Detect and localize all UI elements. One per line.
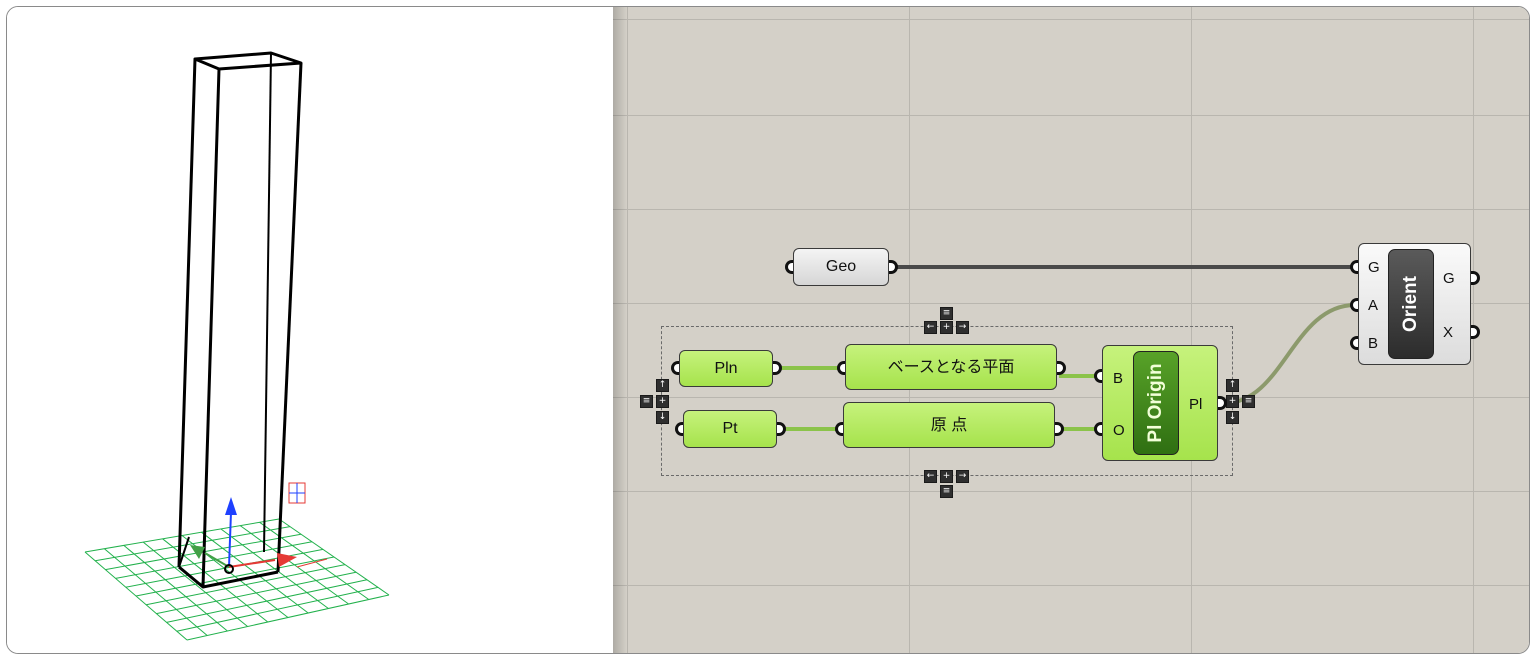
grid-line: [156, 571, 357, 615]
orient-input-g-label: G: [1368, 259, 1380, 276]
pl-origin-input-o-label: O: [1113, 422, 1125, 439]
grid-line: [166, 579, 368, 623]
pl-origin-input-b-label: B: [1113, 370, 1124, 387]
gumball-z-axis: [228, 511, 232, 568]
pt-param[interactable]: Pt: [683, 410, 777, 448]
orient-output-x-port[interactable]: [1471, 325, 1480, 339]
canvas-gridline: [627, 7, 628, 653]
grid-line: [201, 531, 309, 614]
pl-origin-title-bar: Pl Origin: [1133, 351, 1179, 455]
origin-point-input-port[interactable]: [835, 422, 844, 436]
geo-output-port[interactable]: [889, 260, 898, 274]
canvas-gridline: [909, 7, 910, 653]
gumball-x-axis: [228, 559, 276, 568]
wire-pl-to-orient: [1224, 303, 1356, 405]
group-down-icon[interactable]: ↓: [1226, 411, 1239, 424]
group-right-icon[interactable]: →: [956, 470, 969, 483]
canvas-gridline: [613, 209, 1529, 210]
base-plane-label: ベースとなる平面: [887, 359, 1015, 376]
group-center-icon[interactable]: +: [1226, 395, 1239, 408]
grid-line: [146, 564, 346, 606]
origin-point-output-port[interactable]: [1055, 422, 1064, 436]
gumball-x-arrow: [277, 553, 297, 567]
group-up-icon[interactable]: ↑: [656, 379, 669, 392]
orient-output-g-label: G: [1443, 270, 1455, 287]
canvas-gridline: [613, 303, 1529, 304]
orient-output-x-label: X: [1443, 324, 1454, 341]
app-window: ≡ ← + → ← + → ≡ ↑ ≡ + ↓ ↑ + ≡ ↓ Geo Pln …: [6, 6, 1530, 654]
orient-input-b-port[interactable]: [1350, 336, 1359, 350]
geo-param[interactable]: Geo: [793, 248, 889, 286]
pln-param[interactable]: Pln: [679, 350, 773, 387]
orient-output-g-port[interactable]: [1471, 271, 1480, 285]
group-right-icon[interactable]: →: [956, 321, 969, 334]
orient-input-a-port[interactable]: [1350, 298, 1359, 312]
gumball-origin: [224, 564, 234, 574]
pl-origin-output-label: Pl: [1189, 396, 1203, 413]
grid-line: [135, 556, 335, 597]
geo-param-label: Geo: [825, 258, 857, 275]
grid-line: [239, 525, 349, 605]
box-top-face: [193, 51, 303, 71]
gumball-widget: [190, 497, 297, 574]
grid-line: [176, 586, 379, 632]
canvas-gridline: [1191, 7, 1192, 653]
base-plane-input-port[interactable]: [837, 361, 846, 375]
pl-origin-output-port[interactable]: [1218, 396, 1227, 410]
group-center-icon[interactable]: +: [940, 321, 953, 334]
pl-origin-input-o-port[interactable]: [1094, 422, 1103, 436]
base-plane-param[interactable]: ベースとなる平面: [845, 344, 1057, 390]
base-plane-output-port[interactable]: [1057, 361, 1066, 375]
canvas-gridline: [613, 585, 1529, 586]
viewport-scene: [84, 51, 390, 641]
gumball-y-arrow: [190, 545, 205, 559]
group-down-icon[interactable]: ↓: [656, 411, 669, 424]
group-up-icon[interactable]: ↑: [1226, 379, 1239, 392]
canvas-gridline: [613, 491, 1529, 492]
pl-origin-title: Pl Origin: [1145, 363, 1166, 443]
canvas-gridline: [613, 397, 1529, 398]
orient-input-a-label: A: [1368, 297, 1379, 314]
pt-input-port[interactable]: [675, 422, 684, 436]
orient-title: Orient: [1400, 276, 1421, 332]
group-center-icon[interactable]: +: [940, 470, 953, 483]
canvas-gridline: [613, 19, 1529, 20]
rhino-viewport[interactable]: [7, 7, 613, 653]
grid-line: [278, 518, 390, 596]
group-pan-icon[interactable]: ≡: [940, 307, 953, 320]
canvas-gridline: [613, 115, 1529, 116]
box-wireframe: [177, 51, 303, 589]
pt-param-label: Pt: [722, 420, 738, 437]
origin-point-label: 原 点: [930, 417, 968, 434]
group-left-icon[interactable]: ←: [924, 321, 937, 334]
pln-param-label: Pln: [714, 359, 738, 377]
scale-handle-icon: [288, 482, 306, 504]
grid-line: [186, 594, 390, 641]
grid-line: [220, 528, 329, 609]
group-pan-icon[interactable]: ≡: [640, 395, 653, 408]
gumball-y-axis: [204, 552, 230, 568]
pl-origin-component[interactable]: B O Pl Origin Pl: [1102, 345, 1218, 461]
group-pan-icon[interactable]: ≡: [940, 485, 953, 498]
orient-title-bar: Orient: [1388, 249, 1434, 359]
orient-component[interactable]: G A B Orient G X: [1358, 243, 1471, 365]
origin-point-param[interactable]: 原 点: [843, 402, 1055, 448]
grasshopper-canvas[interactable]: ≡ ← + → ← + → ≡ ↑ ≡ + ↓ ↑ + ≡ ↓ Geo Pln …: [613, 7, 1529, 653]
canvas-edge-shadow: [613, 7, 627, 653]
pl-origin-input-b-port[interactable]: [1094, 369, 1103, 383]
group-left-icon[interactable]: ←: [924, 470, 937, 483]
orient-input-b-label: B: [1368, 335, 1379, 352]
group-center-icon[interactable]: +: [656, 395, 669, 408]
pln-input-port[interactable]: [671, 361, 680, 375]
grid-line: [259, 521, 370, 600]
pt-output-port[interactable]: [777, 422, 786, 436]
pln-output-port[interactable]: [773, 361, 782, 375]
gumball-z-arrow: [225, 497, 237, 515]
orient-input-g-port[interactable]: [1350, 260, 1359, 274]
geo-input-port[interactable]: [785, 260, 794, 274]
group-pan-icon[interactable]: ≡: [1242, 395, 1255, 408]
